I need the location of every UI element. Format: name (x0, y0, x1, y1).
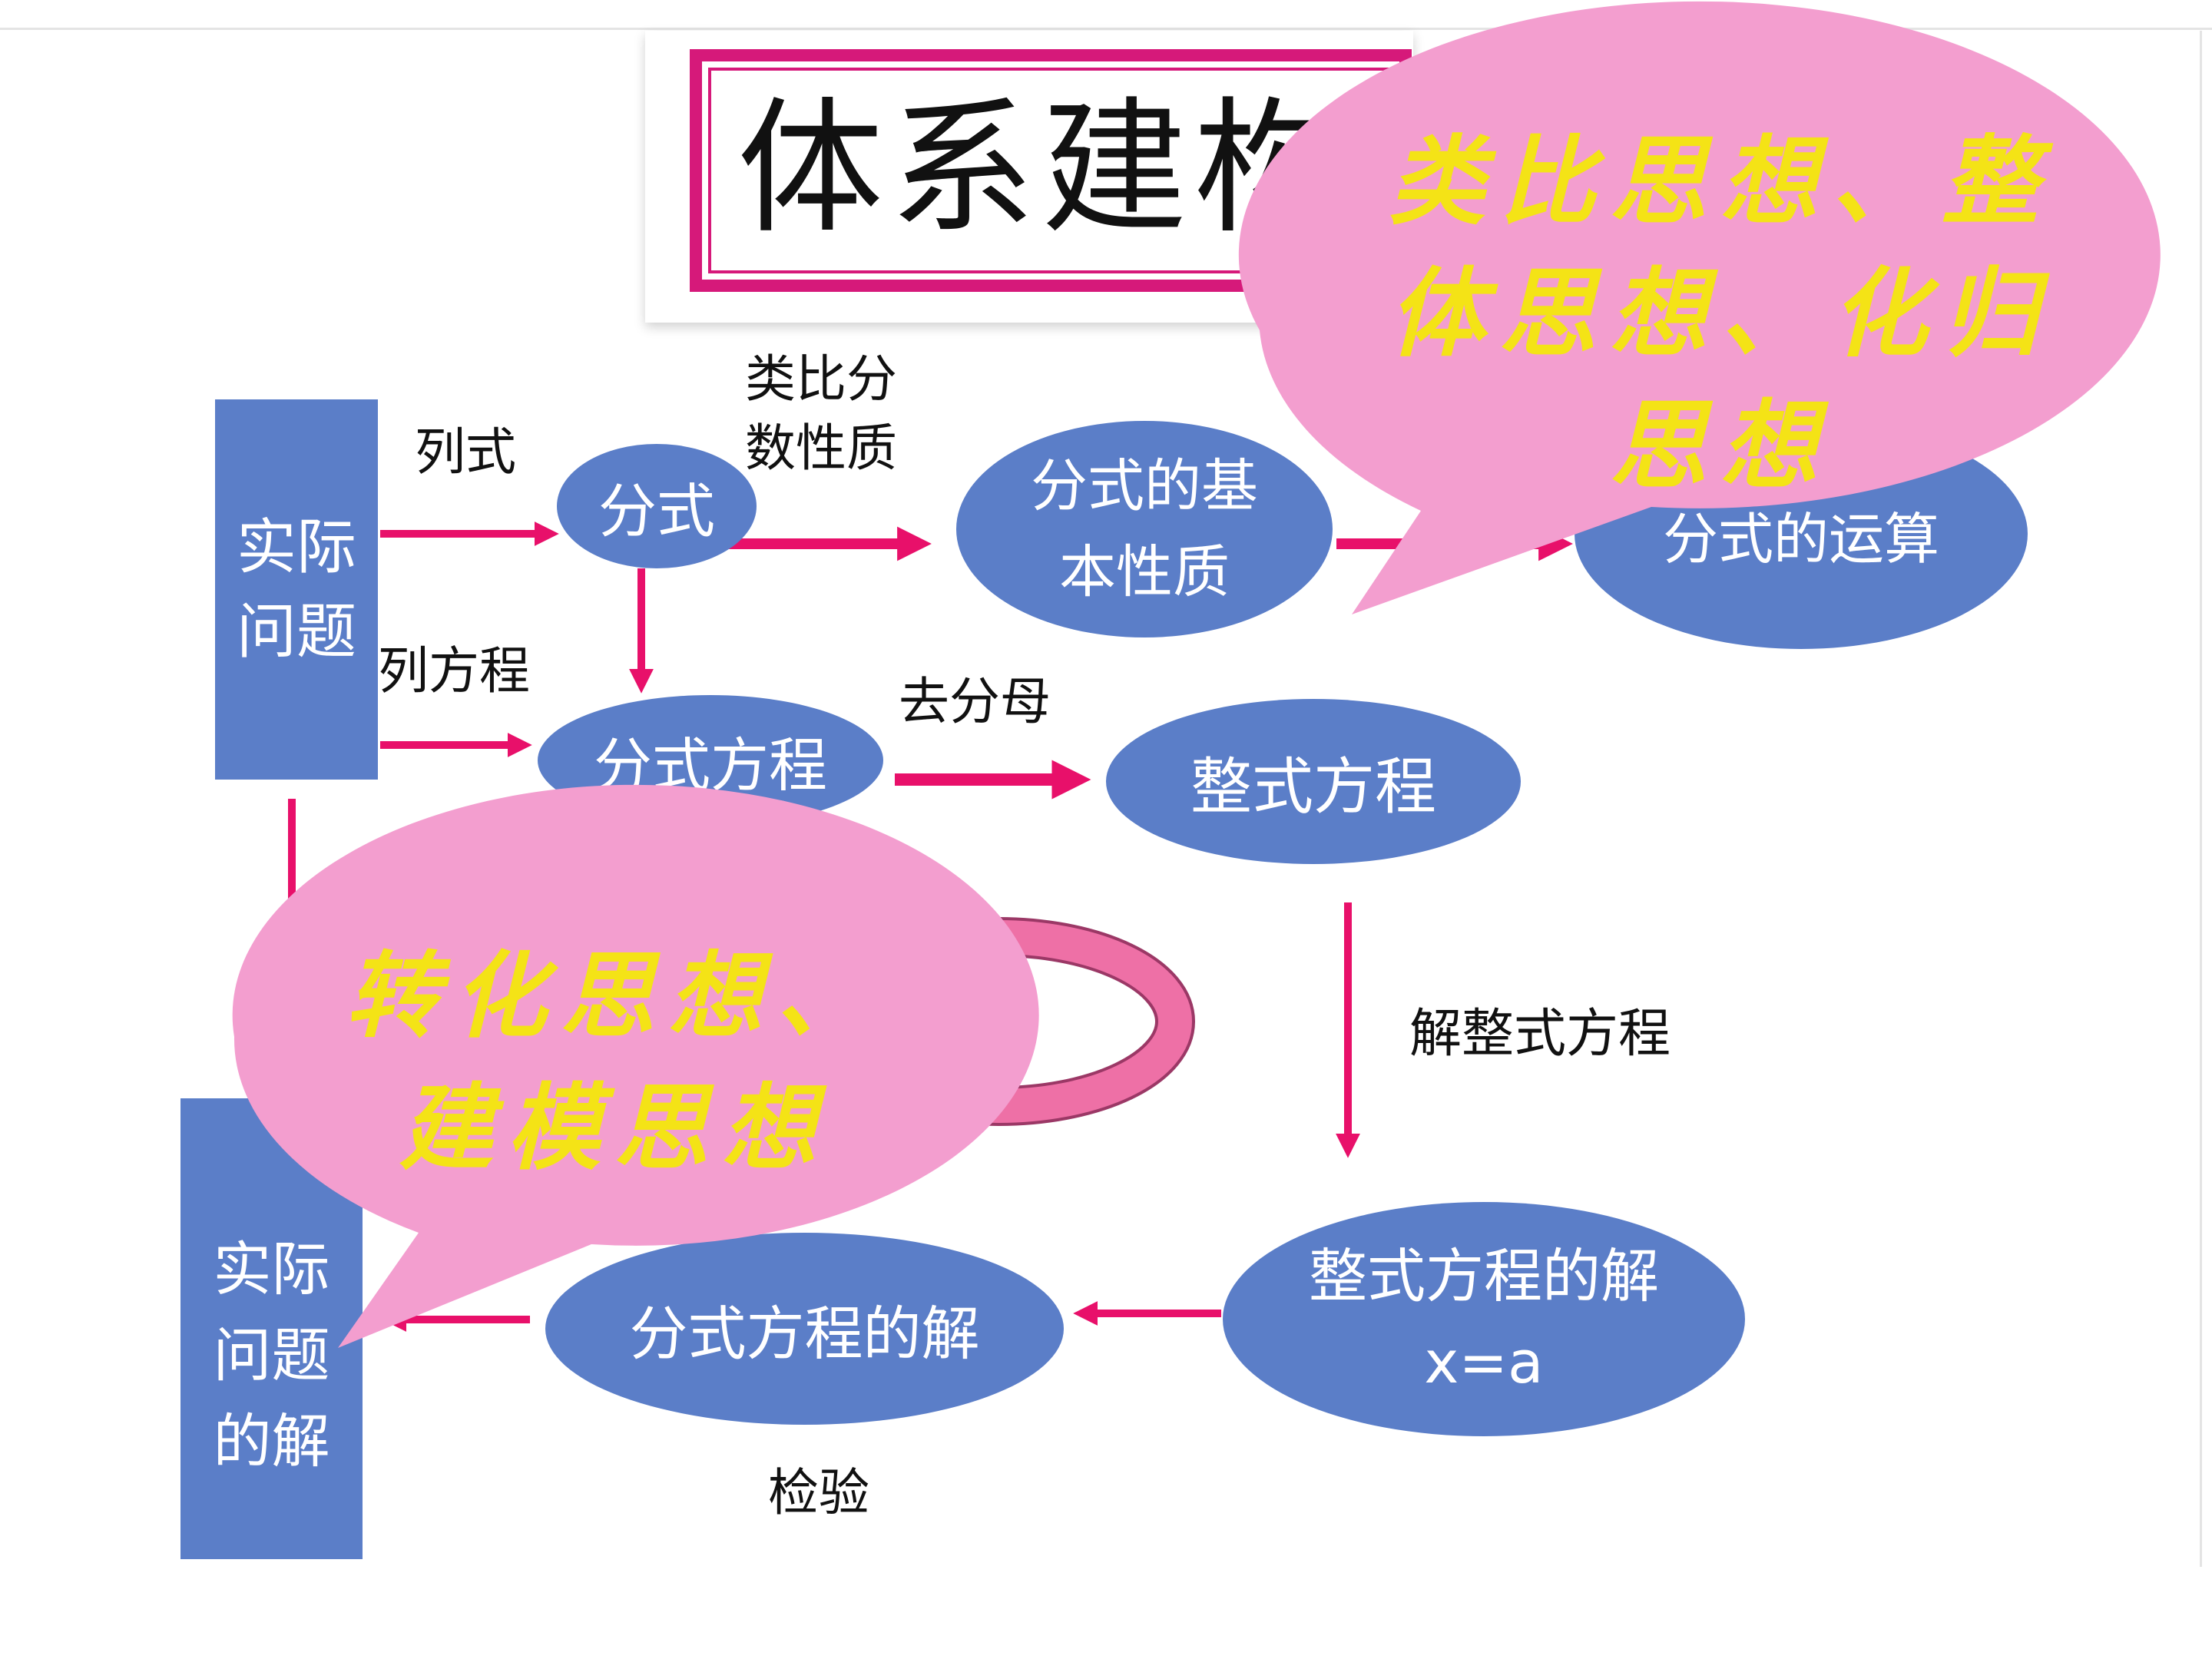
node-fractional-equation-solution: 分式方程的解 (545, 1233, 1064, 1425)
node-answer-line-2: 问题 (213, 1321, 330, 1389)
node-integral-equation-solution: 整式方程的解 x=a (1223, 1202, 1745, 1436)
node-fraction-label: 分式 (598, 477, 715, 545)
node-integral-equation: 整式方程 (1106, 699, 1521, 864)
node-practical-problem: 实际 问题 (215, 399, 378, 780)
node-answer-line-3: 的解 (213, 1407, 330, 1475)
label-analogy-line-2: 数性质 (745, 419, 897, 478)
node-integral-solution-line-2: x=a (1424, 1327, 1544, 1396)
label-solve-integral-equation: 解整式方程 (1409, 1004, 1671, 1065)
node-answer-line-1: 实际 (213, 1235, 330, 1303)
callout-top-right-line-2: 体思想、化归 (1389, 257, 2052, 370)
node-property-line-1: 分式的基 (1031, 453, 1258, 519)
node-fraction: 分式 (557, 444, 757, 568)
top-divider (0, 28, 2212, 30)
node-practical-problem-line-2: 问题 (236, 597, 356, 667)
label-analogy-line-1: 类比分 (745, 349, 897, 409)
label-write-equation: 列方程 (378, 641, 530, 700)
node-operations-label: 分式的运算 (1662, 506, 1939, 571)
callout-bottom-left-line-2: 建模思想 (399, 1072, 830, 1183)
node-integral-equation-label: 整式方程 (1190, 750, 1436, 823)
node-practical-problem-line-1: 实际 (236, 512, 356, 582)
label-check: 检验 (768, 1463, 869, 1522)
node-property-line-2: 本性质 (1059, 539, 1230, 605)
callout-top-right-line-3: 思想 (1610, 389, 1831, 502)
callout-top-right-shape (1238, 1, 2161, 614)
label-clear-denominator: 去分母 (899, 672, 1051, 731)
callout-top-right-line-1: 类比思想、整 (1389, 124, 2052, 238)
right-divider (2200, 31, 2202, 1567)
node-integral-solution-line-1: 整式方程的解 (1309, 1241, 1659, 1310)
label-write-expression: 列式 (415, 422, 516, 482)
page-title: 体系建构 (737, 84, 1346, 253)
callout-bottom-left-shape (232, 784, 1039, 1348)
node-practical-problem-solution: 实际 问题 的解 (180, 1098, 363, 1559)
callout-bottom-left-text: 转化思想、 建模思想 (338, 929, 891, 1194)
node-fractional-solution-label: 分式方程的解 (629, 1300, 980, 1368)
node-fraction-basic-property: 分式的基 本性质 (956, 421, 1333, 637)
callout-bottom-left-line-1: 转化思想、 (346, 940, 883, 1051)
callout-top-right-text: 类比思想、整 体思想、化归 思想 (1306, 115, 2135, 512)
